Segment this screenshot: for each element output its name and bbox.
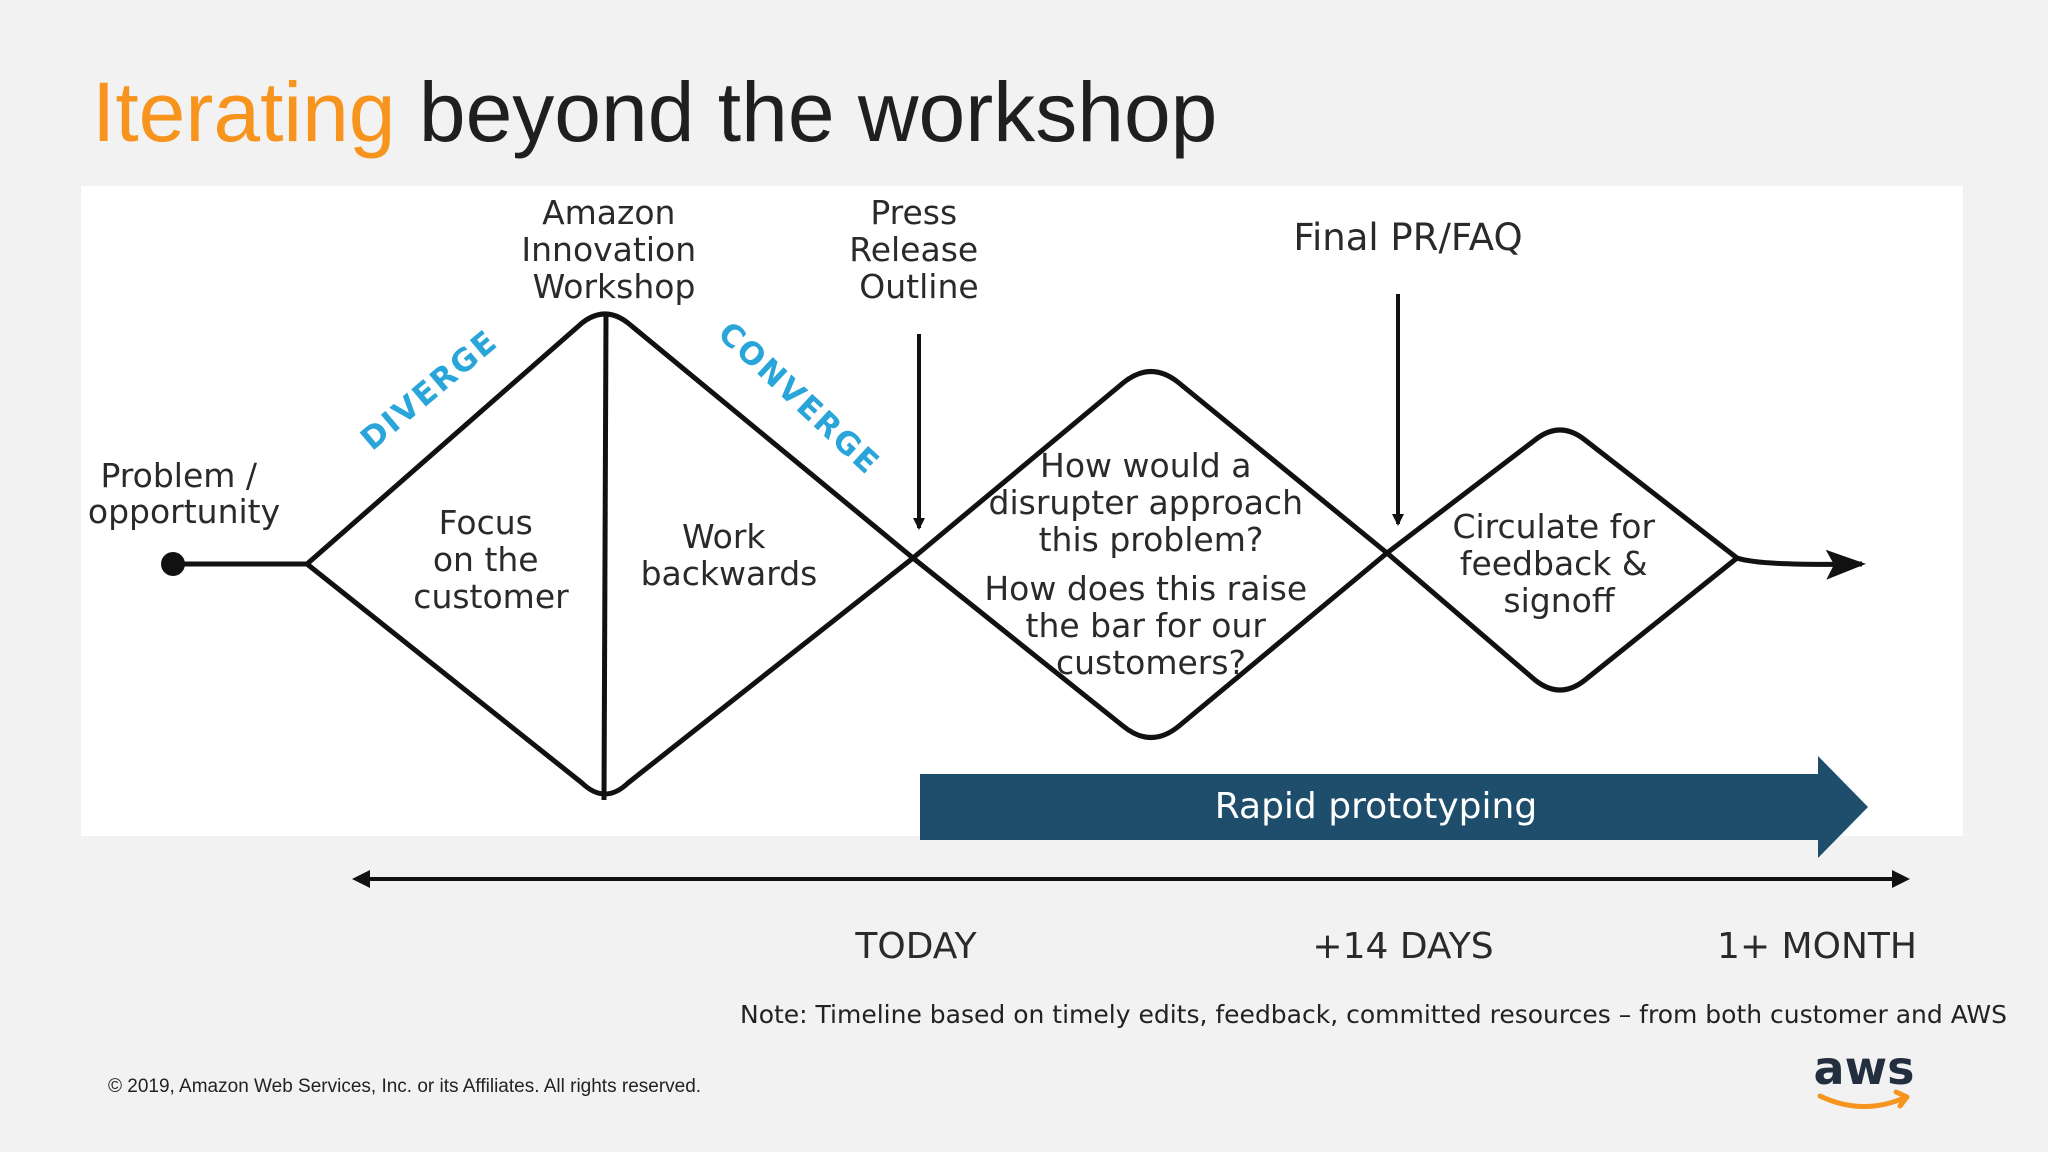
disrupt-q1-line3: this problem? <box>1039 520 1264 559</box>
focus-line3: customer <box>413 577 569 616</box>
aws-smile-icon <box>1817 1093 1907 1109</box>
timeline-today: TODAY <box>854 926 977 967</box>
timeline-month: 1+ MONTH <box>1717 926 1917 967</box>
title-accent: Iterating <box>92 65 396 159</box>
end-arrow <box>1736 549 1866 580</box>
circulate-line2: feedback & <box>1460 544 1648 583</box>
press-release-line1: Press <box>870 193 957 232</box>
workshop-divider <box>601 314 609 801</box>
disrupt-q2-line3: customers? <box>1056 643 1246 682</box>
start-label-line2: opportunity <box>88 492 280 531</box>
converge-label: CONVERGE <box>711 315 887 482</box>
diagram-panel <box>81 186 1963 836</box>
aws-logo: aws <box>1814 1044 1915 1109</box>
final-prfaq-label: Final PR/FAQ <box>1293 216 1522 259</box>
workshop-label-line1: Amazon <box>542 193 675 232</box>
disrupt-q2-line1: How does this raise <box>984 569 1307 608</box>
focus-line2: on the <box>433 540 539 579</box>
diverge-label: DIVERGE <box>354 323 505 458</box>
work-backwards-text: Work backwards <box>641 517 818 593</box>
timeline-14-days: +14 DAYS <box>1312 926 1493 967</box>
press-release-line3: Outline <box>859 267 978 306</box>
focus-text: Focus on the customer <box>413 503 569 616</box>
timeline-left-arrowhead <box>352 870 370 888</box>
timeline-note: Note: Timeline based on timely edits, fe… <box>740 1000 2008 1029</box>
start-label-line1: Problem / <box>100 456 257 495</box>
disrupt-q1-line1: How would a <box>1040 446 1251 485</box>
work-line1: Work <box>682 517 766 556</box>
disrupter-question-2: How does this raise the bar for our cust… <box>984 569 1317 682</box>
aws-smile-arrow-icon <box>1893 1089 1910 1109</box>
focus-line1: Focus <box>439 503 533 542</box>
press-release-label: Press Release Outline <box>849 193 988 306</box>
timeline-right-arrowhead <box>1892 870 1910 888</box>
workshop-diamond <box>304 311 916 797</box>
rapid-prototyping-label: Rapid prototyping <box>1215 786 1537 827</box>
start-label: Problem / opportunity <box>88 456 280 531</box>
press-release-line2: Release <box>849 230 978 269</box>
aws-logo-text: aws <box>1814 1044 1915 1095</box>
disrupter-question-1: How would a disrupter approach this prob… <box>989 446 1314 559</box>
circulate-line1: Circulate for <box>1452 507 1655 546</box>
disrupt-q1-line2: disrupter approach <box>989 483 1303 522</box>
rapid-prototyping-banner <box>920 756 1868 858</box>
copyright: © 2019, Amazon Web Services, Inc. or its… <box>108 1076 702 1097</box>
workshop-label-line3: Workshop <box>533 267 696 306</box>
workshop-label: Amazon Innovation Workshop <box>521 193 706 306</box>
work-line2: backwards <box>641 554 818 593</box>
slide-title: Iterating beyond the workshop <box>92 62 1217 162</box>
title-rest: beyond the workshop <box>418 65 1218 159</box>
circulate-text: Circulate for feedback & signoff <box>1452 507 1665 620</box>
workshop-label-line2: Innovation <box>521 230 696 269</box>
circulate-line3: signoff <box>1503 581 1615 620</box>
disrupt-q2-line2: the bar for our <box>1026 606 1267 645</box>
